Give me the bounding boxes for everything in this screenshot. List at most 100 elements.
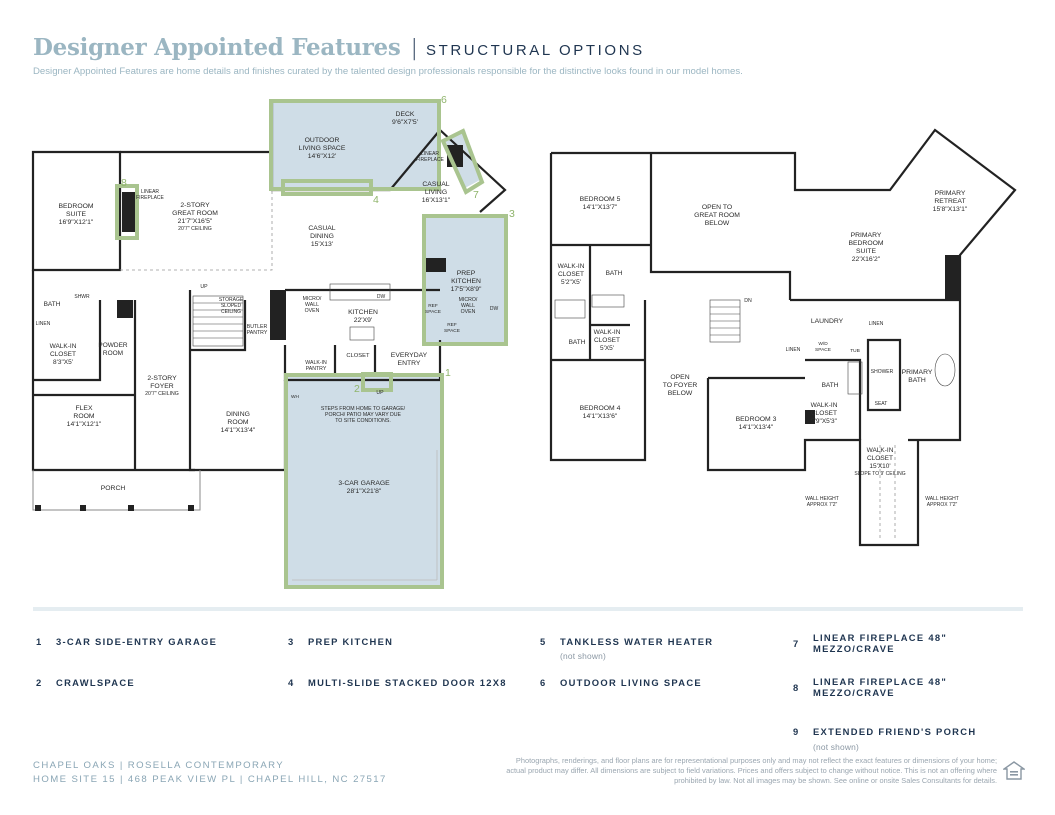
- option-label: LINEAR FIREPLACE 48": [813, 676, 948, 687]
- option-number: 5: [540, 636, 547, 647]
- option-number: 9: [793, 726, 800, 737]
- page-title: Designer Appointed Features: [33, 34, 401, 61]
- svg-text:SHOWER: SHOWER: [871, 369, 894, 375]
- svg-text:UP: UP: [376, 390, 384, 396]
- option-7-outline: [440, 128, 485, 195]
- svg-text:PORCH: PORCH: [101, 485, 126, 492]
- svg-text:BATH: BATH: [44, 301, 61, 308]
- option-number: 8: [793, 682, 800, 693]
- svg-text:TUB: TUB: [850, 348, 860, 354]
- open-to-above-dashed: [120, 152, 273, 271]
- callout-8: 8: [121, 177, 127, 189]
- option-2-outline: [361, 372, 393, 392]
- callout-3: 3: [509, 208, 515, 220]
- option-number: 4: [288, 677, 295, 688]
- option-number: 3: [288, 636, 295, 647]
- option-6-outline: [269, 99, 441, 191]
- porch-posts: [35, 145, 463, 511]
- option-label: PREP KITCHEN: [308, 636, 394, 647]
- svg-text:DW: DW: [377, 294, 386, 300]
- stairs-second: [554, 294, 956, 395]
- option-callout-numbers: 6 4 3 7 8 1 2: [121, 94, 515, 395]
- svg-text:LINEN: LINEN: [869, 321, 884, 327]
- option-4-outline: [281, 179, 373, 196]
- option-number: 7: [793, 638, 800, 649]
- disclaimer-text: Photographs, renderings, and floor plans…: [506, 756, 997, 785]
- section-divider: [33, 607, 1023, 611]
- second-floor-solids: [805, 255, 960, 424]
- option-number: 6: [540, 677, 547, 688]
- svg-text:DN: DN: [744, 298, 752, 304]
- svg-text:DW: DW: [490, 306, 499, 312]
- svg-text:BATH: BATH: [569, 339, 586, 346]
- svg-text:LINEN: LINEN: [786, 347, 801, 353]
- garage-highlight: [287, 376, 442, 586]
- outdoor-living-highlight: [271, 100, 439, 190]
- svg-text:BEDROOM 414'1"X13'6": BEDROOM 414'1"X13'6": [580, 405, 621, 420]
- equal-housing-icon: [1003, 761, 1025, 780]
- svg-text:SEAT: SEAT: [875, 401, 888, 407]
- option-label: MULTI-SLIDE STACKED DOOR 12X8: [308, 677, 507, 688]
- garage-door-lines: [292, 450, 438, 581]
- callout-4: 4: [373, 194, 379, 206]
- svg-text:CLOSET: CLOSET: [346, 353, 370, 359]
- page-subtitle: Designer Appointed Features are home det…: [33, 66, 743, 77]
- svg-text:LINEN: LINEN: [36, 321, 51, 327]
- option-label: CRAWLSPACE: [56, 677, 135, 688]
- porch-outline: [32, 470, 201, 511]
- svg-text:UP: UP: [200, 284, 208, 290]
- header: Designer Appointed Features | STRUCTURAL…: [33, 34, 645, 61]
- svg-text:WH: WH: [291, 394, 300, 400]
- callout-2: 2: [354, 383, 360, 395]
- svg-text:STEPS FROM HOME TO GARAGE/PORC: STEPS FROM HOME TO GARAGE/PORCH/ PATIO M…: [321, 406, 406, 424]
- option-label-line2: MEZZO/CRAVE: [813, 687, 895, 698]
- section-title: STRUCTURAL OPTIONS: [425, 42, 645, 59]
- option-label: TANKLESS WATER HEATER: [560, 636, 714, 647]
- svg-text:BATH: BATH: [606, 270, 623, 277]
- second-floor-walls: [549, 128, 1017, 547]
- community-name: CHAPEL OAKS | ROSELLA CONTEMPORARY: [33, 760, 285, 771]
- option-note: (not shown): [560, 651, 606, 661]
- option-label: LINEAR FIREPLACE 48": [813, 632, 948, 643]
- callout-1: 1: [445, 367, 451, 379]
- option-label: OUTDOOR LIVING SPACE: [560, 677, 702, 688]
- svg-text:SHWR: SHWR: [74, 294, 90, 300]
- second-floor-dashed: [879, 445, 896, 540]
- option-label-line2: MEZZO/CRAVE: [813, 643, 895, 654]
- option-8-outline: [115, 184, 139, 240]
